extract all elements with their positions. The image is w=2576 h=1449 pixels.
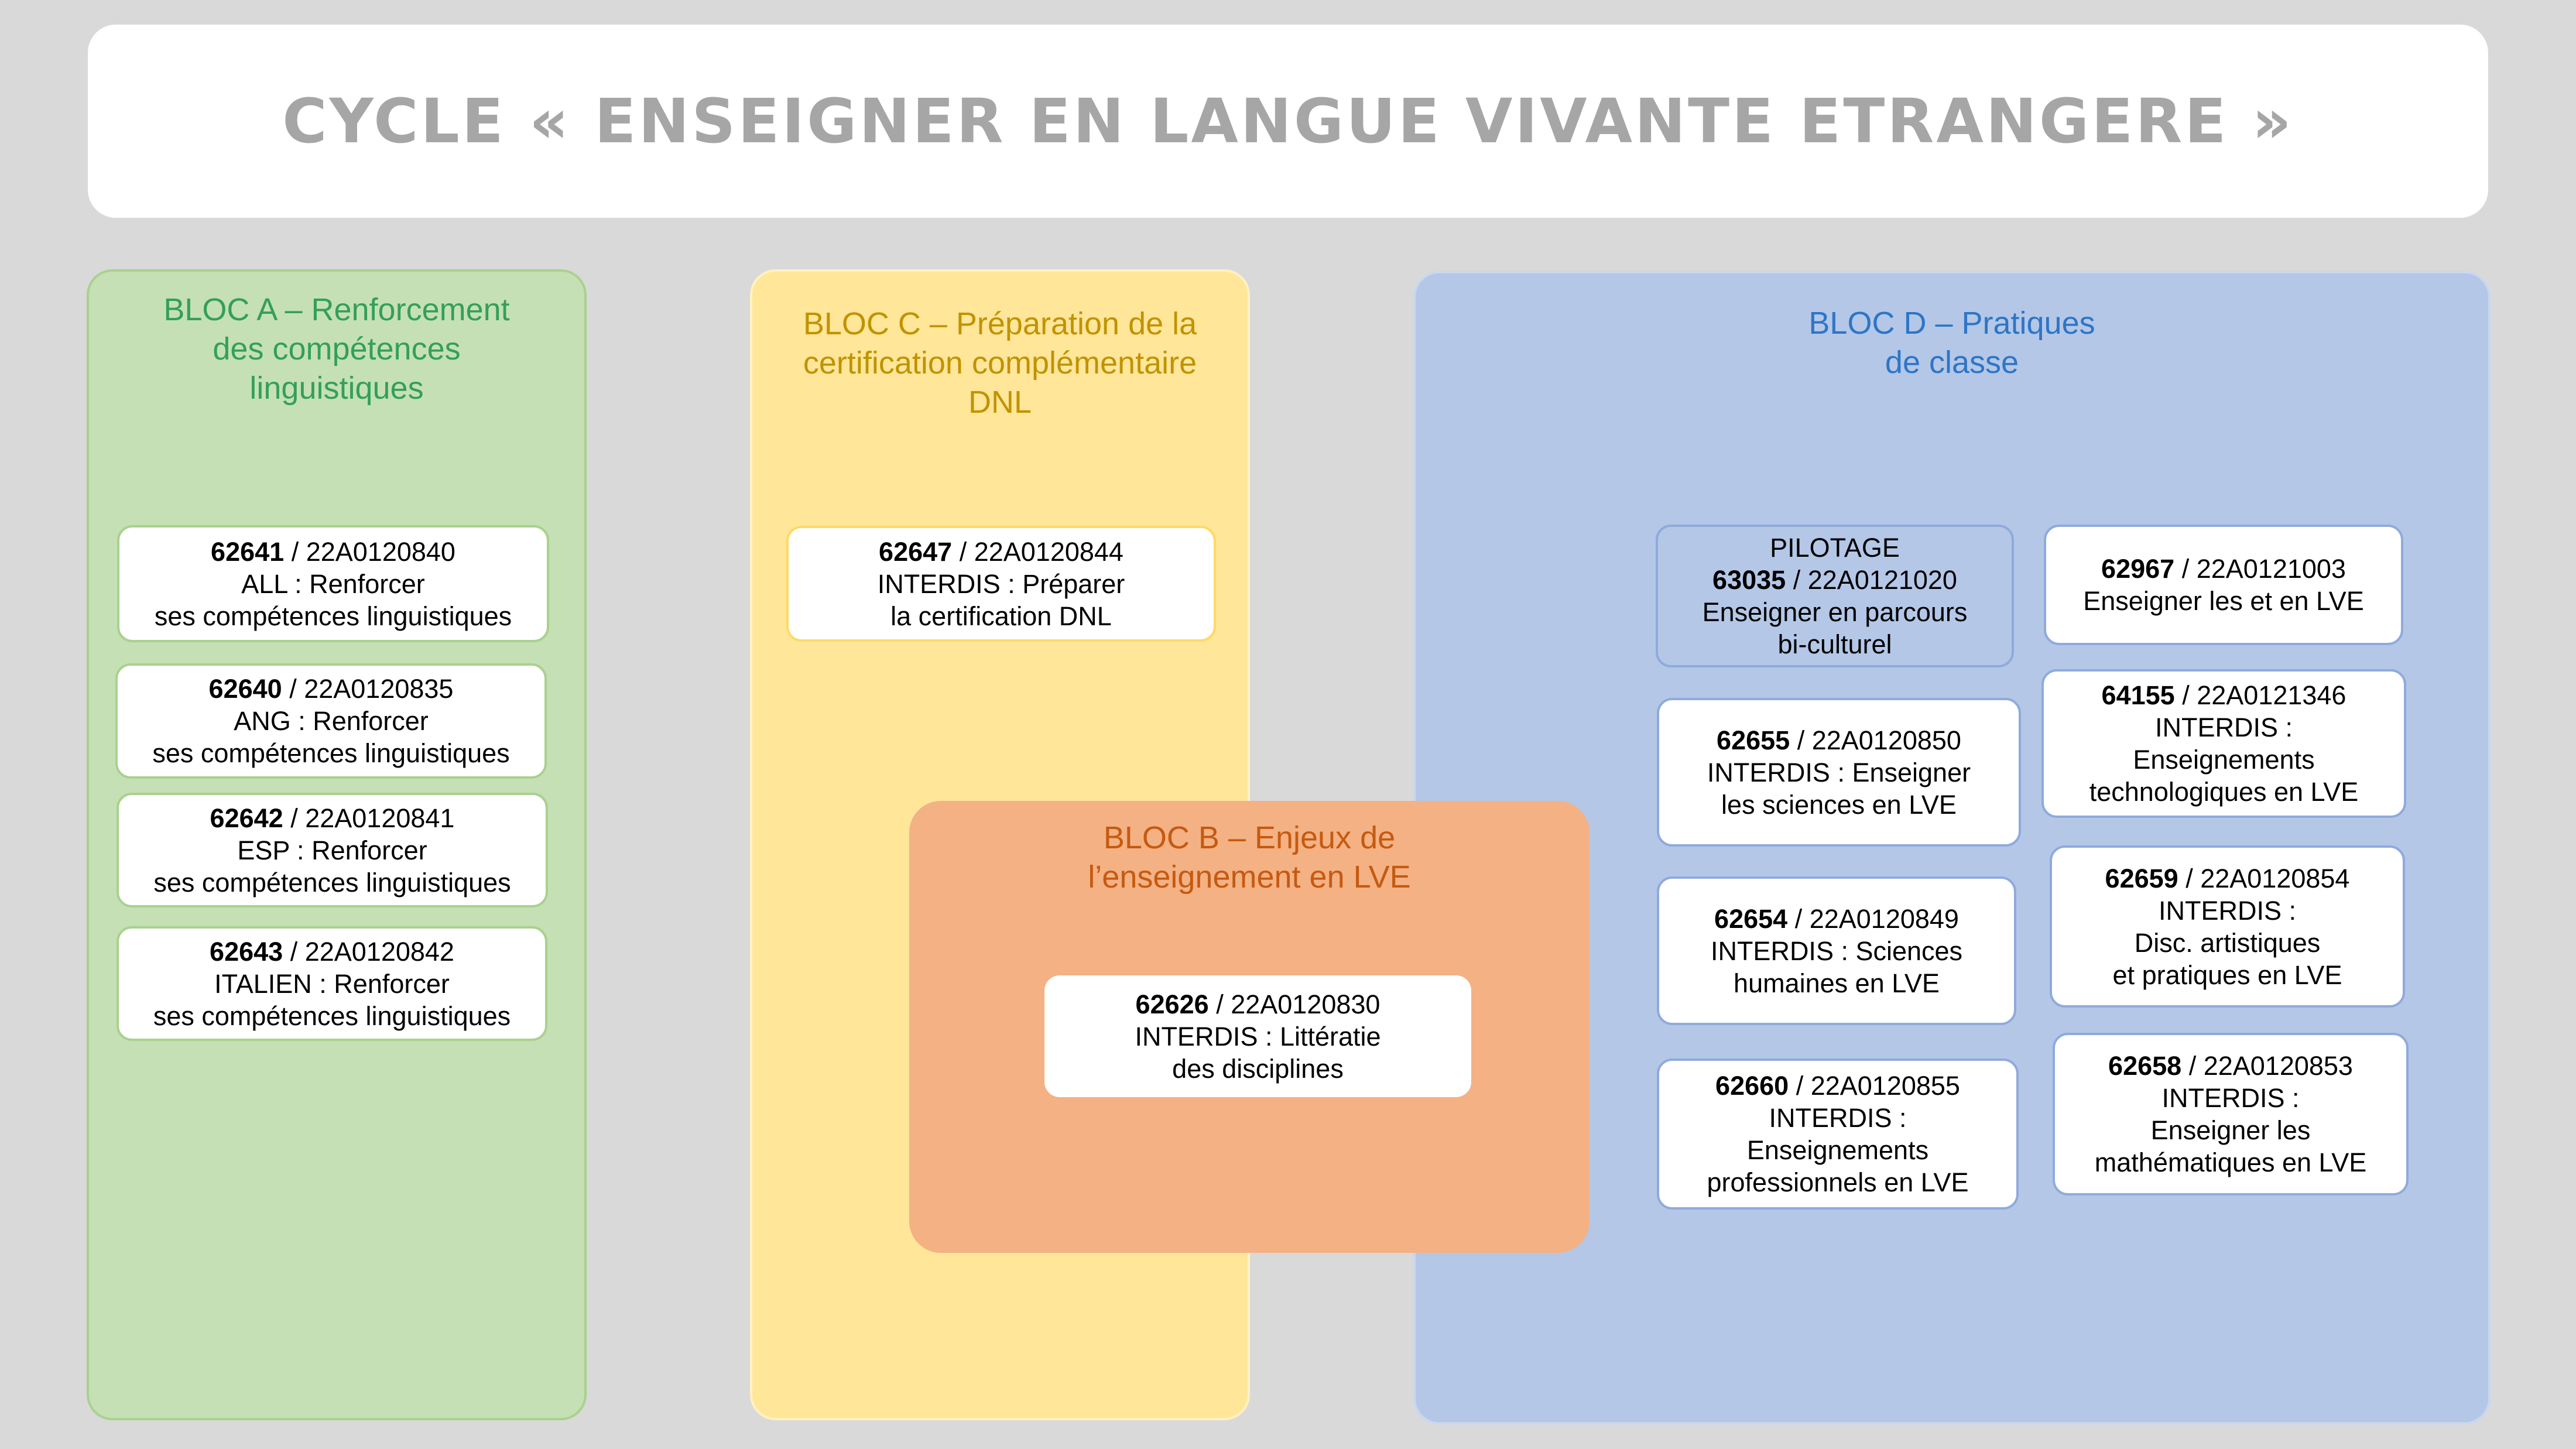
- module-code: 62660: [1715, 1071, 1789, 1101]
- bloc-b-title: BLOC B – Enjeux de l’enseignement en LVE: [1088, 820, 1411, 895]
- module-ref: / 22A0120840: [284, 536, 455, 567]
- module-code: 62654: [1714, 903, 1788, 934]
- module-title: INTERDIS : Enseigner les mathématiques e…: [2094, 1083, 2367, 1177]
- module-title: INTERDIS : Littératie des disciplines: [1135, 1021, 1381, 1084]
- module-card-62642[interactable]: 62642 / 22A0120841 ESP : Renforcer ses c…: [117, 793, 548, 907]
- module-code: 62640: [208, 674, 282, 704]
- module-title: Enseigner en parcours bi-culturel: [1702, 597, 1968, 659]
- module-ref: / 22A0120835: [282, 674, 454, 704]
- module-title: INTERDIS : Sciences humaines en LVE: [1710, 936, 1963, 998]
- module-code: 62626: [1135, 989, 1209, 1019]
- page-title: CYCLE « ENSEIGNER EN LANGUE VIVANTE ETRA…: [282, 85, 2294, 157]
- module-title: ITALIEN : Renforcer ses compétences ling…: [153, 968, 511, 1031]
- module-code: 62641: [211, 536, 285, 567]
- bloc-d-title: BLOC D – Pratiques de classe: [1808, 306, 2095, 380]
- module-card-62647[interactable]: 62647 / 22A0120844 INTERDIS : Préparer l…: [786, 526, 1216, 642]
- module-title: ANG : Renforcer ses compétences linguist…: [152, 706, 510, 768]
- bloc-a-title: BLOC A – Renforcement des compétences li…: [163, 292, 510, 406]
- module-ref: / 22A0120849: [1787, 903, 1959, 934]
- module-ref: / 22A0120855: [1789, 1071, 1960, 1101]
- module-title: INTERDIS : Enseigner les sciences en LVE: [1707, 757, 1971, 820]
- module-title: INTERDIS : Enseignements technologiques …: [2089, 712, 2359, 807]
- module-code: 62658: [2108, 1051, 2182, 1081]
- module-card-62659[interactable]: 62659 / 22A0120854 INTERDIS : Disc. arti…: [2050, 845, 2405, 1008]
- module-card-62660[interactable]: 62660 / 22A0120855 INTERDIS : Enseigneme…: [1657, 1059, 2019, 1210]
- module-ref: / 22A0120842: [283, 936, 454, 967]
- module-code: 63035: [1712, 565, 1786, 595]
- module-ref: / 22A0120841: [283, 803, 455, 833]
- module-card-62967[interactable]: 62967 / 22A0121003 Enseigner les et en L…: [2044, 525, 2403, 645]
- module-title: Enseigner les et en LVE: [2083, 586, 2364, 616]
- module-title: INTERDIS : Préparer la certification DNL: [877, 568, 1125, 631]
- module-card-62643[interactable]: 62643 / 22A0120842 ITALIEN : Renforcer s…: [117, 926, 547, 1041]
- module-card-62654[interactable]: 62654 / 22A0120849 INTERDIS : Sciences h…: [1657, 876, 2016, 1025]
- title-banner: CYCLE « ENSEIGNER EN LANGUE VIVANTE ETRA…: [88, 25, 2488, 218]
- module-title: INTERDIS : Enseignements professionnels …: [1707, 1103, 1969, 1197]
- module-card-64155[interactable]: 64155 / 22A0121346 INTERDIS : Enseigneme…: [2041, 669, 2406, 818]
- module-ref: / 22A0120850: [1790, 725, 1961, 755]
- bloc-c-title: BLOC C – Préparation de la certification…: [803, 306, 1197, 420]
- module-card-62640[interactable]: 62640 / 22A0120835 ANG : Renforcer ses c…: [115, 663, 547, 779]
- module-title: INTERDIS : Disc. artistiques et pratique…: [2112, 895, 2342, 990]
- module-card-62626[interactable]: 62626 / 22A0120830 INTERDIS : Littératie…: [1044, 975, 1471, 1097]
- module-ref: / 22A0121003: [2174, 554, 2346, 584]
- module-title: ALL : Renforcer ses compétences linguist…: [154, 568, 512, 631]
- module-code: 62647: [879, 536, 953, 567]
- module-code: 62643: [210, 936, 283, 967]
- module-card-62658[interactable]: 62658 / 22A0120853 INTERDIS : Enseigner …: [2053, 1033, 2409, 1195]
- module-code: 62659: [2105, 863, 2178, 893]
- module-code: 62967: [2101, 554, 2175, 584]
- module-card-63035[interactable]: PILOTAGE 63035 / 22A0121020 Enseigner en…: [1656, 525, 2014, 667]
- module-code: 62655: [1717, 725, 1790, 755]
- module-code: 62642: [210, 803, 283, 833]
- module-ref: / 22A0121346: [2174, 680, 2347, 710]
- module-ref: / 22A0120854: [2178, 863, 2350, 893]
- module-card-62655[interactable]: 62655 / 22A0120850 INTERDIS : Enseigner …: [1657, 698, 2021, 847]
- module-ref: / 22A0120853: [2181, 1051, 2353, 1081]
- module-ref: / 22A0120844: [952, 536, 1123, 567]
- module-card-62641[interactable]: 62641 / 22A0120840 ALL : Renforcer ses c…: [117, 525, 549, 642]
- module-title: ESP : Renforcer ses compétences linguist…: [153, 835, 511, 898]
- pilotage-label: PILOTAGE: [1770, 533, 1900, 563]
- module-ref: / 22A0120830: [1208, 989, 1381, 1019]
- module-ref: / 22A0121020: [1786, 565, 1957, 595]
- module-code: 64155: [2101, 680, 2175, 710]
